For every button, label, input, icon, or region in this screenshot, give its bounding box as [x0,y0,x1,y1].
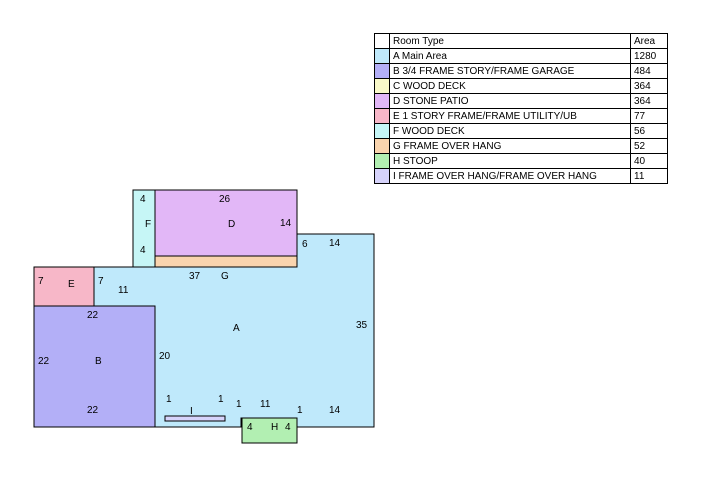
label-f-name: F [145,219,151,230]
label-i-1a: 1 [166,394,172,405]
legend-swatch [374,138,390,154]
label-b-left: 22 [38,356,50,367]
room-i-frame-over-hang [164,415,226,422]
label-h-4a: 4 [247,422,253,433]
label-a-11b: 11 [260,399,271,410]
legend-room-area: 1280 [630,48,668,64]
label-a-1c: 1 [236,399,242,410]
room-b-garage [33,305,156,428]
room-d-stone-patio [154,189,298,257]
label-f-top: 4 [140,194,146,205]
label-b-name: B [95,356,102,367]
label-a-1d: 1 [297,405,303,416]
room-g-frame-over-hang [154,255,298,268]
label-e-name: E [68,279,75,290]
legend-swatch [374,168,390,184]
legend-room-area: 484 [630,63,668,79]
label-a-step-14: 14 [329,238,341,249]
label-d-name: D [228,219,235,230]
label-a-name: A [233,323,240,334]
label-h-4b: 4 [285,422,291,433]
legend-swatch [374,48,390,64]
label-g-name: G [221,271,229,282]
label-e-7: 7 [38,276,44,287]
label-a-step-6: 6 [302,239,308,250]
label-h-name: H [271,422,278,433]
label-d-right: 14 [280,218,292,229]
room-h-stoop [241,417,298,444]
label-e-right-7: 7 [98,276,104,287]
label-a-20: 20 [159,351,171,362]
label-b-top: 22 [87,310,99,321]
label-b-bottom: 22 [87,405,99,416]
label-g-37: 37 [189,271,201,282]
label-f-bottom: 4 [140,245,146,256]
label-a-11: 11 [118,285,129,296]
legend-swatch [374,153,390,169]
label-a-35: 35 [356,320,368,331]
room-e-utility [33,266,95,307]
legend-room-name: I FRAME OVER HANG/FRAME OVER HANG [389,168,631,184]
label-i-1b: 1 [218,394,224,405]
label-a-14b: 14 [329,405,341,416]
label-d-top: 26 [219,194,231,205]
legend-room-area: 11 [630,168,668,184]
label-i-name: I [190,406,193,417]
